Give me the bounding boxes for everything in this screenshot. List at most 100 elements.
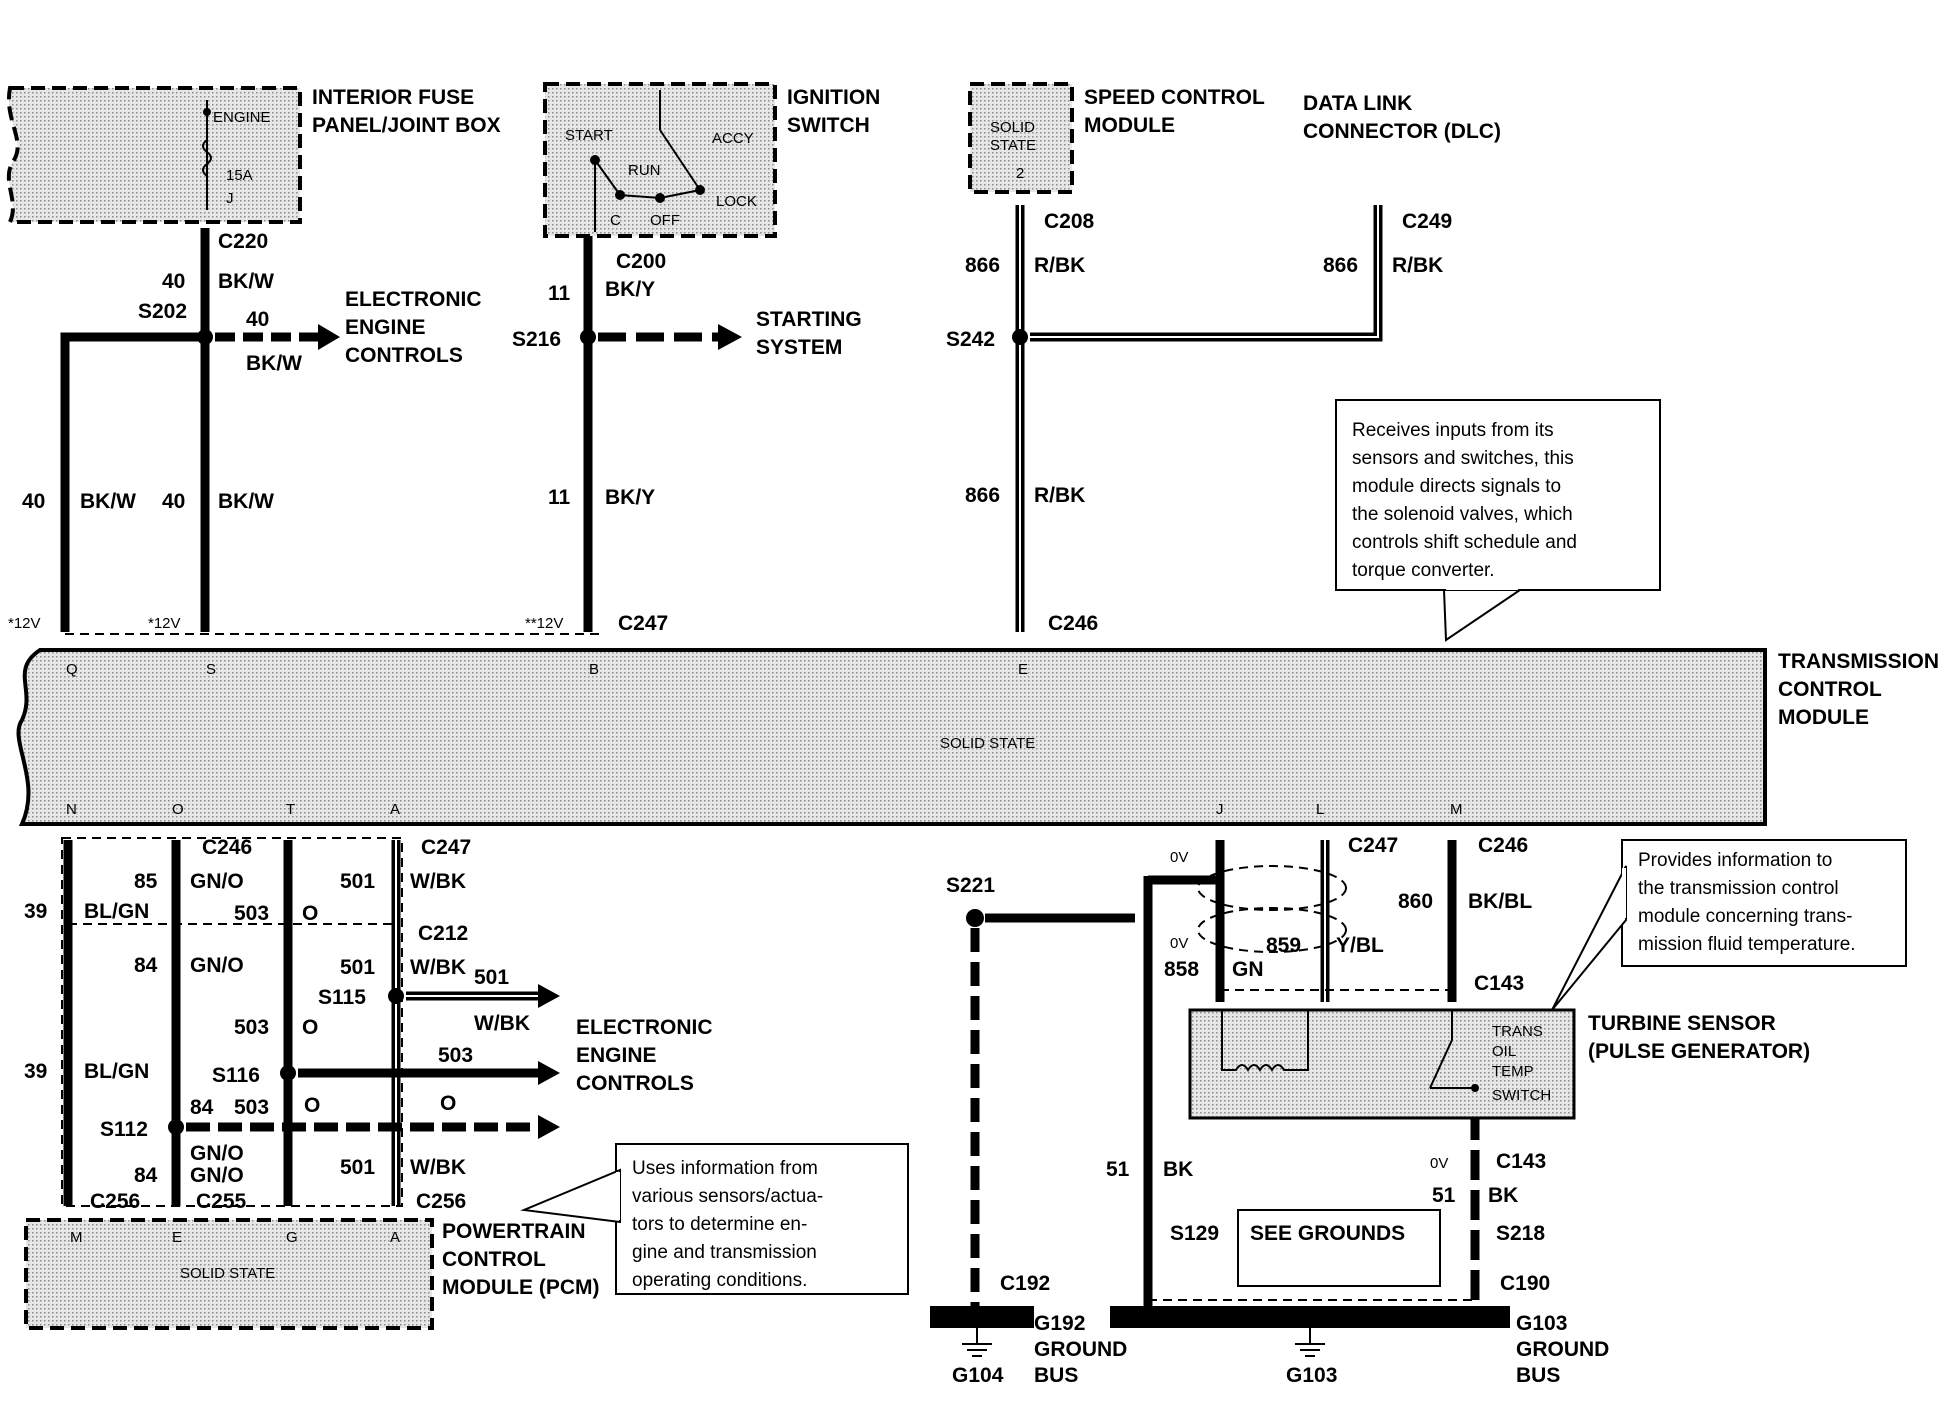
tcm-title: TRANSMISSION <box>1778 650 1939 673</box>
svg-text:866: 866 <box>965 484 1000 507</box>
powertrain-control-module: M E G A SOLID STATE POWERTRAIN CONTROL M… <box>24 1218 599 1330</box>
svg-text:T: T <box>286 801 295 818</box>
svg-text:501: 501 <box>340 870 375 893</box>
svg-text:the solenoid valves, which: the solenoid valves, which <box>1352 504 1573 525</box>
turbine-title: TURBINE SENSOR <box>1588 1012 1776 1035</box>
svg-text:S129: S129 <box>1170 1222 1219 1245</box>
svg-text:ENGINE: ENGINE <box>345 316 426 339</box>
see-grounds-label: SEE GROUNDS <box>1250 1222 1405 1245</box>
svg-text:S218: S218 <box>1496 1222 1545 1245</box>
svg-text:OFF: OFF <box>650 212 680 229</box>
svg-text:S: S <box>206 661 216 678</box>
svg-text:operating conditions.: operating conditions. <box>632 1270 807 1291</box>
svg-text:M: M <box>70 1229 83 1246</box>
svg-text:C256: C256 <box>90 1190 140 1213</box>
svg-text:G: G <box>286 1229 298 1246</box>
svg-text:CONTROLS: CONTROLS <box>345 344 463 367</box>
svg-text:Q: Q <box>66 661 78 678</box>
svg-text:MODULE: MODULE <box>1084 114 1175 137</box>
data-link-connector: DATA LINK CONNECTOR (DLC) <box>1303 92 1501 143</box>
svg-text:866: 866 <box>965 254 1000 277</box>
svg-text:G104: G104 <box>952 1364 1004 1387</box>
svg-text:GN/O: GN/O <box>190 1164 244 1187</box>
svg-text:0V: 0V <box>1170 849 1188 866</box>
svg-text:O: O <box>302 902 318 925</box>
svg-text:SOLID: SOLID <box>990 119 1035 136</box>
svg-text:0V: 0V <box>1430 1155 1448 1172</box>
svg-text:503: 503 <box>234 1096 269 1119</box>
svg-text:O: O <box>172 801 184 818</box>
svg-text:503: 503 <box>234 1016 269 1039</box>
svg-text:A: A <box>390 801 400 818</box>
svg-text:ELECTRONIC: ELECTRONIC <box>345 288 482 311</box>
svg-text:ENGINE: ENGINE <box>576 1044 657 1067</box>
svg-text:2: 2 <box>1016 165 1024 182</box>
svg-text:SYSTEM: SYSTEM <box>756 336 842 359</box>
svg-text:SPEED CONTROL: SPEED CONTROL <box>1084 86 1265 109</box>
svg-text:Y/BL: Y/BL <box>1336 934 1384 957</box>
svg-text:C255: C255 <box>196 1190 247 1213</box>
svg-text:C192: C192 <box>1000 1272 1050 1295</box>
svg-text:STARTING: STARTING <box>756 308 862 331</box>
svg-text:S216: S216 <box>512 328 561 351</box>
circuit-866: C208 866 R/BK C249 866 R/BK S242 866 R/B… <box>946 205 1452 635</box>
svg-text:BK/W: BK/W <box>218 270 274 293</box>
svg-text:G103: G103 <box>1516 1312 1567 1335</box>
svg-text:84: 84 <box>134 1164 158 1187</box>
svg-text:Receives inputs from its: Receives inputs from its <box>1352 420 1554 441</box>
svg-text:C247: C247 <box>421 836 471 859</box>
svg-text:E: E <box>1018 661 1028 678</box>
svg-text:RUN: RUN <box>628 162 661 179</box>
svg-text:SOLID STATE: SOLID STATE <box>940 735 1035 752</box>
svg-text:BK/BL: BK/BL <box>1468 890 1532 913</box>
svg-text:TEMP: TEMP <box>1492 1063 1534 1080</box>
svg-text:W/BK: W/BK <box>410 956 466 979</box>
svg-text:ACCY: ACCY <box>712 130 754 147</box>
svg-text:84: 84 <box>134 954 158 977</box>
svg-text:W/BK: W/BK <box>410 1156 466 1179</box>
svg-text:501: 501 <box>474 966 509 989</box>
svg-text:C247: C247 <box>1348 834 1398 857</box>
temp-note: Provides information to the transmission… <box>1551 839 1907 1011</box>
svg-text:GROUND: GROUND <box>1516 1338 1609 1361</box>
svg-text:C246: C246 <box>202 836 252 859</box>
svg-text:BK: BK <box>1488 1184 1518 1207</box>
svg-text:501: 501 <box>340 956 375 979</box>
svg-text:gine and transmission: gine and transmission <box>632 1242 817 1263</box>
svg-text:J: J <box>226 190 234 207</box>
pcm-title: POWERTRAIN <box>442 1220 586 1243</box>
svg-text:GROUND: GROUND <box>1034 1338 1127 1361</box>
svg-text:BUS: BUS <box>1516 1364 1560 1387</box>
svg-text:GN/O: GN/O <box>190 1142 244 1165</box>
circuit-40: C220 BK/W 40 S202 40 BK/W ELECTRONIC ENG… <box>8 228 482 632</box>
svg-text:TRANS: TRANS <box>1492 1023 1543 1040</box>
svg-text:ENGINE: ENGINE <box>213 109 271 126</box>
svg-text:STATE: STATE <box>990 137 1036 154</box>
svg-text:mission fluid temperature.: mission fluid temperature. <box>1638 934 1856 955</box>
turbine-sensor: TRANS OIL TEMP SWITCH TURBINE SENSOR (PU… <box>1188 1008 1810 1120</box>
svg-text:C246: C246 <box>1048 612 1098 635</box>
svg-text:SOLID STATE: SOLID STATE <box>180 1265 275 1282</box>
svg-text:ELECTRONIC: ELECTRONIC <box>576 1016 713 1039</box>
svg-text:M: M <box>1450 801 1463 818</box>
svg-text:A: A <box>390 1229 400 1246</box>
transmission-control-module: Q S B E SOLID STATE N O T A J L M TRANSM… <box>16 648 1939 826</box>
svg-text:DATA LINK: DATA LINK <box>1303 92 1412 115</box>
svg-text:859: 859 <box>1266 934 1301 957</box>
svg-text:S115: S115 <box>318 986 366 1009</box>
svg-text:J: J <box>1216 801 1224 818</box>
svg-text:51: 51 <box>1432 1184 1456 1207</box>
svg-text:CONTROLS: CONTROLS <box>576 1072 694 1095</box>
svg-text:tors to determine en-: tors to determine en- <box>632 1214 807 1235</box>
svg-text:module concerning trans-: module concerning trans- <box>1638 906 1852 927</box>
svg-text:39: 39 <box>24 1060 47 1083</box>
svg-text:G192: G192 <box>1034 1312 1085 1335</box>
svg-text:40: 40 <box>162 270 185 293</box>
svg-text:860: 860 <box>1398 890 1433 913</box>
svg-text:G103: G103 <box>1286 1364 1337 1387</box>
svg-text:GN/O: GN/O <box>190 954 244 977</box>
svg-text:503: 503 <box>234 902 269 925</box>
svg-text:O: O <box>304 1094 320 1117</box>
svg-text:CONTROL: CONTROL <box>1778 678 1882 701</box>
